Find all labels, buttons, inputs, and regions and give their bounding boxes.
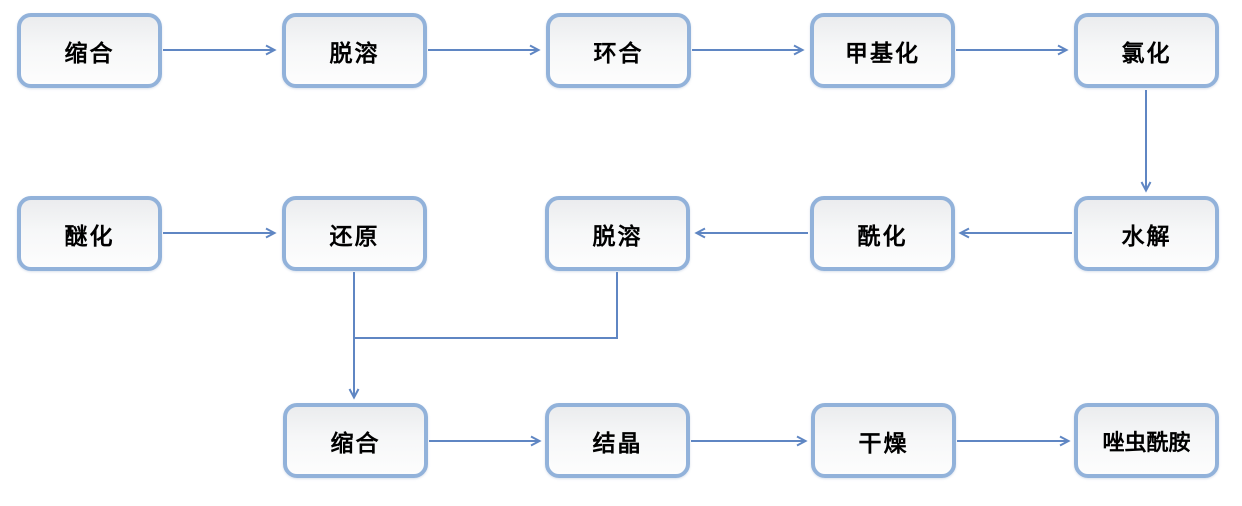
flow-node-desolvation-1: 脱溶 [282, 13, 427, 88]
flow-node-label: 结晶 [592, 429, 643, 456]
flow-node-desolvation-2: 脱溶 [545, 196, 690, 271]
connector-desolvation2-merge [354, 272, 618, 339]
flow-node-cyclization: 环合 [546, 13, 691, 88]
flow-node-label: 醚化 [64, 222, 115, 249]
flow-node-label: 干燥 [858, 429, 909, 456]
flow-node-acylation: 酰化 [810, 196, 955, 271]
flow-node-label: 唑虫酰胺 [1102, 429, 1191, 455]
flow-node-label: 水解 [1121, 222, 1172, 249]
flow-node-etherification: 醚化 [17, 196, 162, 271]
flow-node-methylation: 甲基化 [810, 13, 955, 88]
flow-node-condensation-1: 缩合 [17, 13, 162, 88]
flow-node-label: 环合 [593, 39, 644, 66]
flow-node-label: 甲基化 [845, 39, 920, 66]
flow-node-chlorination: 氯化 [1074, 13, 1219, 88]
flow-node-crystallization: 结晶 [545, 403, 690, 478]
flow-node-label: 缩合 [330, 429, 381, 456]
flow-node-label: 还原 [329, 222, 380, 249]
flow-node-label: 脱溶 [329, 39, 380, 66]
flow-node-reduction: 还原 [282, 196, 427, 271]
flow-node-hydrolysis: 水解 [1074, 196, 1219, 271]
flow-node-drying: 干燥 [811, 403, 956, 478]
flow-node-tolfenpyrad: 唑虫酰胺 [1074, 403, 1219, 478]
flow-node-label: 缩合 [64, 39, 115, 66]
flow-node-condensation-2: 缩合 [283, 403, 428, 478]
flow-node-label: 氯化 [1121, 39, 1172, 66]
flow-node-label: 酰化 [857, 222, 908, 249]
flow-node-label: 脱溶 [592, 222, 643, 249]
